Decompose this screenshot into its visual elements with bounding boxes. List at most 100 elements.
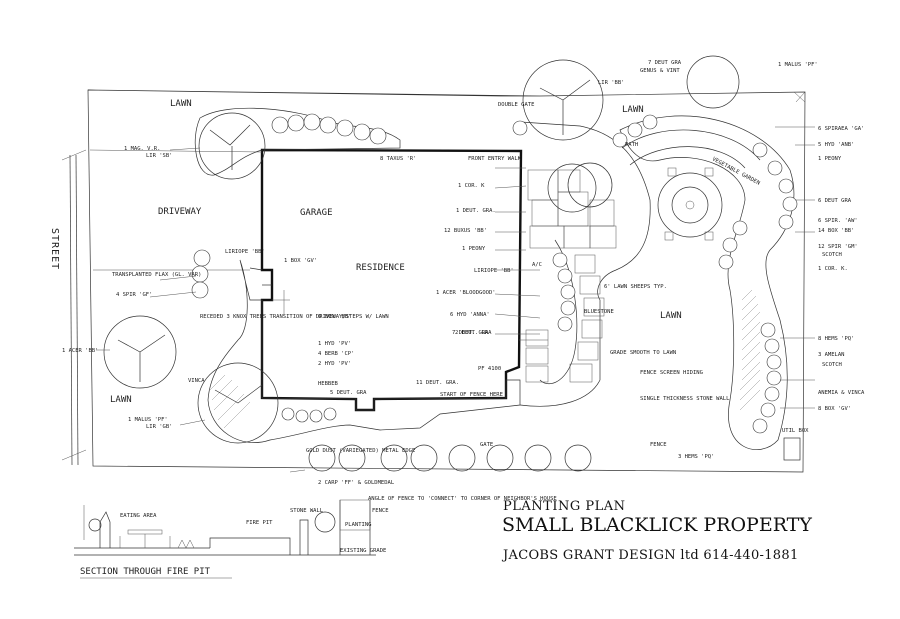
plant-label: 4 SPIR 'GF' [116,292,152,298]
section-fence: FENCE [372,508,389,514]
plant-label: FRONT ENTRY WALK [468,156,522,162]
plant-label: 'O BOX 'BB' [315,314,351,320]
plant-label: 6 SPIR. 'AW' [818,218,858,224]
plant-label: 11 DEUT. GRA. [416,380,459,386]
plant-label: 7 DEUT GRA [648,60,682,66]
plant-label: UTIL BOX [782,428,809,434]
shrub-masses [191,113,798,434]
plant-label: 12 BUXUS 'BB' [444,228,487,234]
section-fire-pit: FIRE PIT [246,520,273,526]
plant-label: SINGLE THICKNESS STONE WALL [640,396,730,402]
plant-label: LIR 'BB' [598,80,625,86]
section-labels: SECTION THROUGH FIRE PIT EATING AREA FIR… [80,508,389,579]
lawn-nw-label: LAWN [170,99,192,109]
plant-label: 8 BOX 'GV' [818,406,851,412]
plant-label: 1 MAG. V.R. [124,146,160,152]
plant-label: 6 HYD 'ANNA' [450,312,490,318]
leader-lines [96,126,815,426]
street-label: STREET [49,228,60,270]
plant-label: 2 HYD 'PV' [318,361,351,367]
lawn-ne-label: LAWN [622,105,644,115]
property-boundary [87,89,806,473]
labels-left: 1 MAG. V.R. LIR 'SB' TRANSPLANTED FLAX (… [62,146,205,430]
labels-right: 7 DEUT GRA GENUS & VINT LIR 'BB' 1 MALUS… [480,60,865,460]
plant-label: SCOTCH [822,252,842,258]
section-stone-wall: STONE WALL [290,508,324,514]
plant-label: 1 ACER 'BLOODGOOD' [436,290,496,296]
plant-label: RECEDED 3 KNOX TREES TRANSITION OF DRIVE… [200,314,389,320]
plant-label: TRANSPLANTED FLAX (GL. VAR) [112,272,201,278]
driveway-label: DRIVEWAY [158,207,202,217]
plant-label: DOUBLE GATE [498,102,534,108]
plant-label: 7 DEUT. GRA [452,330,489,336]
planting-beds [194,107,795,450]
section-drawing [74,499,376,556]
plant-label: BLUESTONE [584,309,614,315]
plant-label: GENUS & VINT [640,68,680,74]
utility-box [783,437,801,461]
title-planting-plan: PLANTING PLAN [503,499,625,514]
plant-label: 1 BOX 'GV' [284,258,317,264]
path-label: PATH [625,142,638,148]
labels-house-east: FRONT ENTRY WALK 1 COR. K 1 DEUT. GRA. 1… [436,102,614,336]
area-labels: STREET DRIVEWAY GARAGE RESIDENCE LAWN LA… [49,99,761,405]
plant-label: FENCE SCREEN HIDING [640,370,703,376]
section-existing-grade: EXISTING GRADE [340,548,386,554]
plant-label: GOLD DUST (VARIEGATED) METAL EDGE [306,448,415,454]
plant-label: 1 COR. K. [818,266,848,272]
plant-label: 3 AMELAN [818,352,845,358]
lawn-e-label: LAWN [660,311,682,321]
plant-label: 1 PEONY [818,156,842,162]
plant-label: 1 PEONY [462,246,486,252]
plant-label: VINCA [188,378,205,384]
section-eating-area: EATING AREA [120,513,157,519]
garage-label: GARAGE [300,208,333,218]
plant-label: 5 DEUT. GRA [330,390,367,396]
plant-label: START OF FENCE HERE [440,392,503,398]
title-block: PLANTING PLAN SMALL BLACKLICK PROPERTY J… [501,499,812,563]
fence-trees [289,444,592,473]
plant-label: HEBBEB [318,381,339,387]
plant-label: 8 TAXUS 'R' [380,156,416,162]
plant-label: A/C [532,262,542,268]
plant-label: GRADE SMOOTH TO LAWN [610,350,676,356]
patio-paving [519,169,617,383]
title-designer: JACOBS GRANT DESIGN ltd 614-440-1881 [501,548,799,563]
plant-label: 4 BERB 'CP' [318,351,354,357]
plant-label: 6' LAWN SHEEPS TYP. [604,284,667,290]
plant-label: LIRIOPE 'BB' [474,268,514,274]
section-planting: PLANTING [345,522,372,528]
plant-label: 1 HYD 'PV' [318,341,351,347]
plant-label: 1 MALUS 'PF' [128,417,168,423]
plant-label: 1 COR. K [458,183,485,189]
plant-label: PF 4100 [478,366,501,372]
plant-label: 5 HYD 'ANB' [818,142,854,148]
tree-canopies [103,55,740,444]
plant-label: 1 MALUS 'PF' [778,62,818,68]
residence-label: RESIDENCE [356,263,405,273]
street [61,149,87,466]
plant-label: 3 HEMS 'PQ' [678,454,714,460]
plant-label: 2 DEUT. GRA [455,330,492,336]
plant-label: 2 CARP 'FF' & GOLDMEDAL [318,480,395,486]
plant-label: 6 DEUT GRA [818,198,852,204]
plant-label: LIR 'GB' [146,424,173,430]
plant-label: FENCE [650,442,667,448]
vegetable-garden-label: VEGETABLE GARDEN [711,156,761,186]
plant-label: 14 BOX 'BB' [818,228,854,234]
plant-label: GATE [480,442,493,448]
plant-label: ANEMIA & VINCA [818,390,865,396]
plant-label: 8 HEMS 'PQ' [818,336,854,342]
plant-label: 12 SPIR 'GM' [818,244,858,250]
plant-label: LIRIOPE 'BB' [225,249,265,255]
vegetable-garden [621,129,761,241]
plant-label: LIR 'SB' [146,153,173,159]
plant-label: 1 DEUT. GRA. [456,208,496,214]
bed-hatching [209,289,761,429]
plant-label: 6 SPIRAEA 'GA' [818,126,864,132]
labels-center: 8 TAXUS 'R' 1 BOX 'GV' LIRIOPE 'BB' RECE… [200,156,557,502]
plant-label: ANGLE OF FENCE TO 'CONNECT' TO CORNER OF… [368,496,557,502]
title-property-name: SMALL BLACKLICK PROPERTY [502,514,812,536]
plant-label: 1 ACER 'BB' [62,348,98,354]
